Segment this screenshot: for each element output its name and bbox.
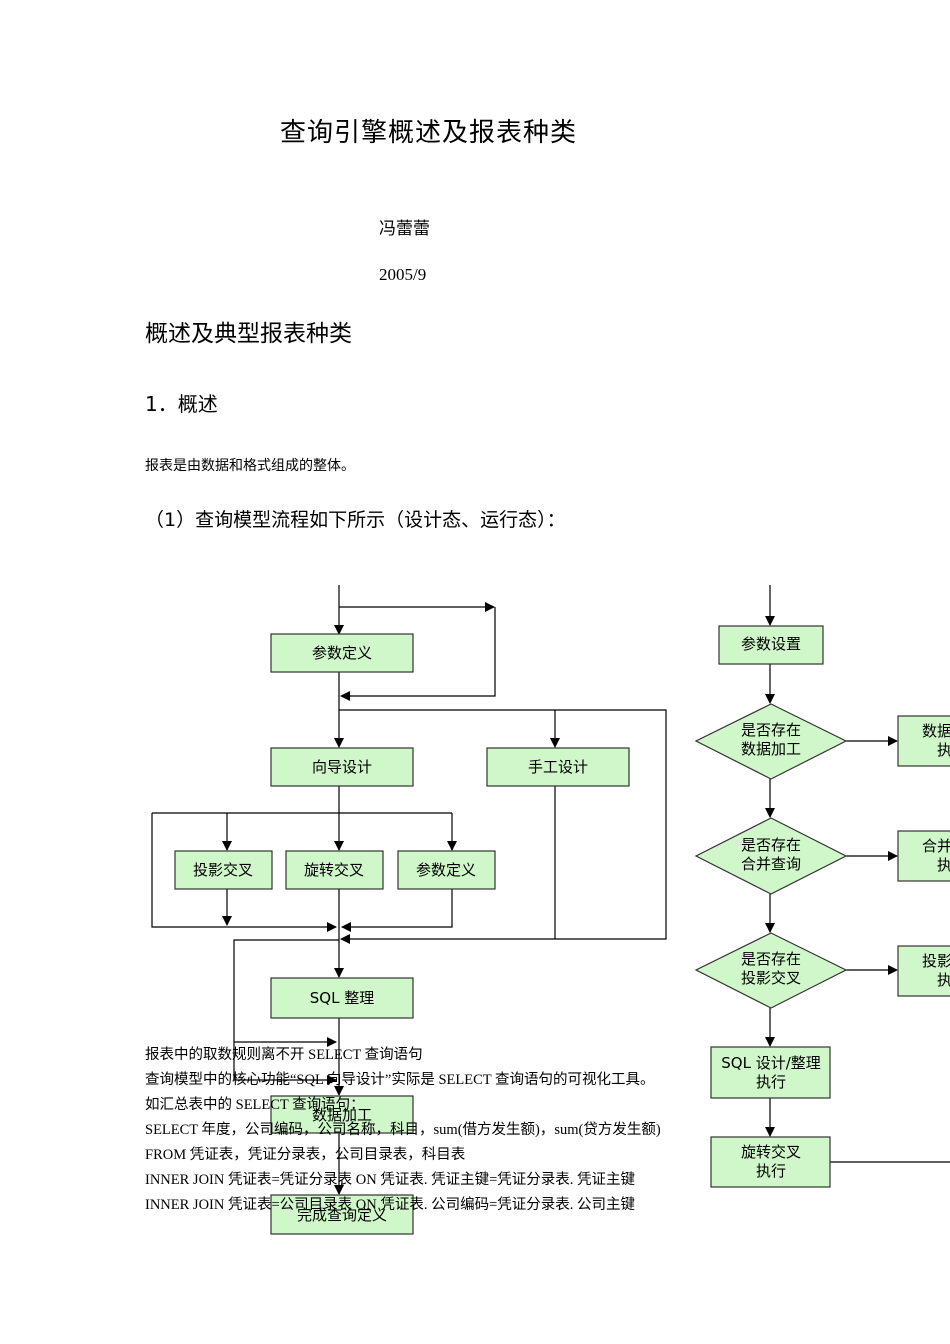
box-data-processing-label: 数据加工 (312, 1106, 372, 1124)
decision-projection-cross-line1: 是否存在 (741, 950, 801, 968)
decision-merge-query-line1: 是否存在 (741, 836, 801, 854)
side-box-2-line1: 合并 (922, 837, 950, 855)
decision-data-processing: 是否存在 数据加工 (694, 703, 848, 780)
box-rotation-execute-line1: 旋转交叉 (741, 1143, 801, 1161)
decision-projection-cross-line2: 投影交叉 (741, 969, 801, 987)
text-line-5: FROM 凭证表，凭证分录表，公司目录表，科目表 (145, 1147, 466, 1163)
side-box-merge-execute: 合并 执 (897, 830, 950, 882)
text-line-3: 如汇总表中的 SELECT 查询语句： (145, 1097, 365, 1113)
box-manual-design: 手工设计 (486, 747, 630, 787)
text-line-1: 报表中的取数规则离不开 SELECT 查询语句 (145, 1047, 423, 1063)
box-rotation-cross: 旋转交叉 (285, 850, 384, 890)
document-date: 2005/9 (379, 265, 427, 284)
document-title: 查询引擎概述及报表种类 (280, 118, 578, 148)
decision-data-processing-line2: 数据加工 (741, 740, 801, 758)
box-param-def-2-label: 参数定义 (416, 861, 476, 879)
box-sql-design-execute: SQL 设计/整理 执行 (710, 1046, 831, 1099)
side-box-projection-execute: 投影 执 (897, 945, 950, 997)
box-sql-tidy: SQL 整理 (270, 977, 414, 1019)
intro-paragraph: 报表是由数据和格式组成的整体。 (145, 458, 355, 474)
box-sql-design-line1: SQL 设计/整理 (721, 1054, 821, 1072)
box-param-def-label: 参数定义 (312, 644, 372, 662)
box-data-processing: 数据加工 (270, 1095, 414, 1134)
box-rotation-execute-line2: 执行 (756, 1162, 786, 1180)
box-projection-cross-label: 投影交叉 (193, 861, 253, 879)
box-finish-definition: 完成查询定义 (270, 1194, 414, 1235)
decision-merge-query-line2: 合并查询 (741, 855, 801, 873)
box-manual-design-label: 手工设计 (528, 758, 588, 776)
box-wizard-design: 向导设计 (270, 747, 414, 787)
subsection-heading: 1．概述 (145, 392, 218, 416)
box-sql-design-line2: 执行 (756, 1073, 786, 1091)
design-flow-connectors (151, 585, 667, 1195)
flow-heading: （1）查询模型流程如下所示（设计态、运行态）： (145, 509, 566, 531)
text-line-4: SELECT 年度，公司编码，公司名称，科目，sum(借方发生额)，sum(贷方… (145, 1122, 661, 1138)
box-finish-definition-label: 完成查询定义 (297, 1206, 387, 1224)
decision-projection-cross: 是否存在 投影交叉 (694, 932, 848, 1009)
box-wizard-design-label: 向导设计 (312, 758, 372, 776)
decision-data-processing-line1: 是否存在 (741, 721, 801, 739)
box-param-def-2: 参数定义 (397, 850, 496, 890)
text-line-7: INNER JOIN 凭证表=公司目录表 ON 凭证表. 公司编码=凭证分录表.… (145, 1197, 636, 1213)
box-rotation-cross-label: 旋转交叉 (304, 861, 364, 879)
section-heading: 概述及典型报表种类 (145, 321, 352, 347)
box-param-setting: 参数设置 (718, 625, 824, 665)
box-rotation-execute: 旋转交叉 执行 (710, 1136, 831, 1188)
side-box-data-execute: 数据 执 (897, 715, 950, 767)
side-box-1-line1: 数据 (922, 722, 950, 740)
box-sql-tidy-label: SQL 整理 (310, 989, 374, 1007)
side-box-3-line2: 执 (937, 971, 950, 989)
box-param-def: 参数定义 (270, 633, 414, 673)
author-name: 冯蕾蕾 (379, 219, 430, 239)
query-flow-diagram: 参数定义 向导设计 手工设计 投影交叉 旋转交叉 参数定义 SQL 整理 数据加… (151, 585, 950, 1235)
runtime-flow-connectors (765, 585, 950, 1163)
decision-merge-query: 是否存在 合并查询 (694, 817, 848, 895)
box-projection-cross: 投影交叉 (174, 850, 273, 890)
side-box-3-line1: 投影 (922, 952, 950, 970)
text-line-2: 查询模型中的核心功能“SQL 向导设计”实际是 SELECT 查询语句的可视化工… (145, 1072, 655, 1088)
box-param-setting-label: 参数设置 (741, 635, 801, 653)
side-box-1-line2: 执 (937, 741, 950, 759)
text-line-6: INNER JOIN 凭证表=凭证分录表 ON 凭证表. 凭证主键=凭证分录表.… (145, 1172, 636, 1188)
side-box-2-line2: 执 (937, 856, 950, 874)
